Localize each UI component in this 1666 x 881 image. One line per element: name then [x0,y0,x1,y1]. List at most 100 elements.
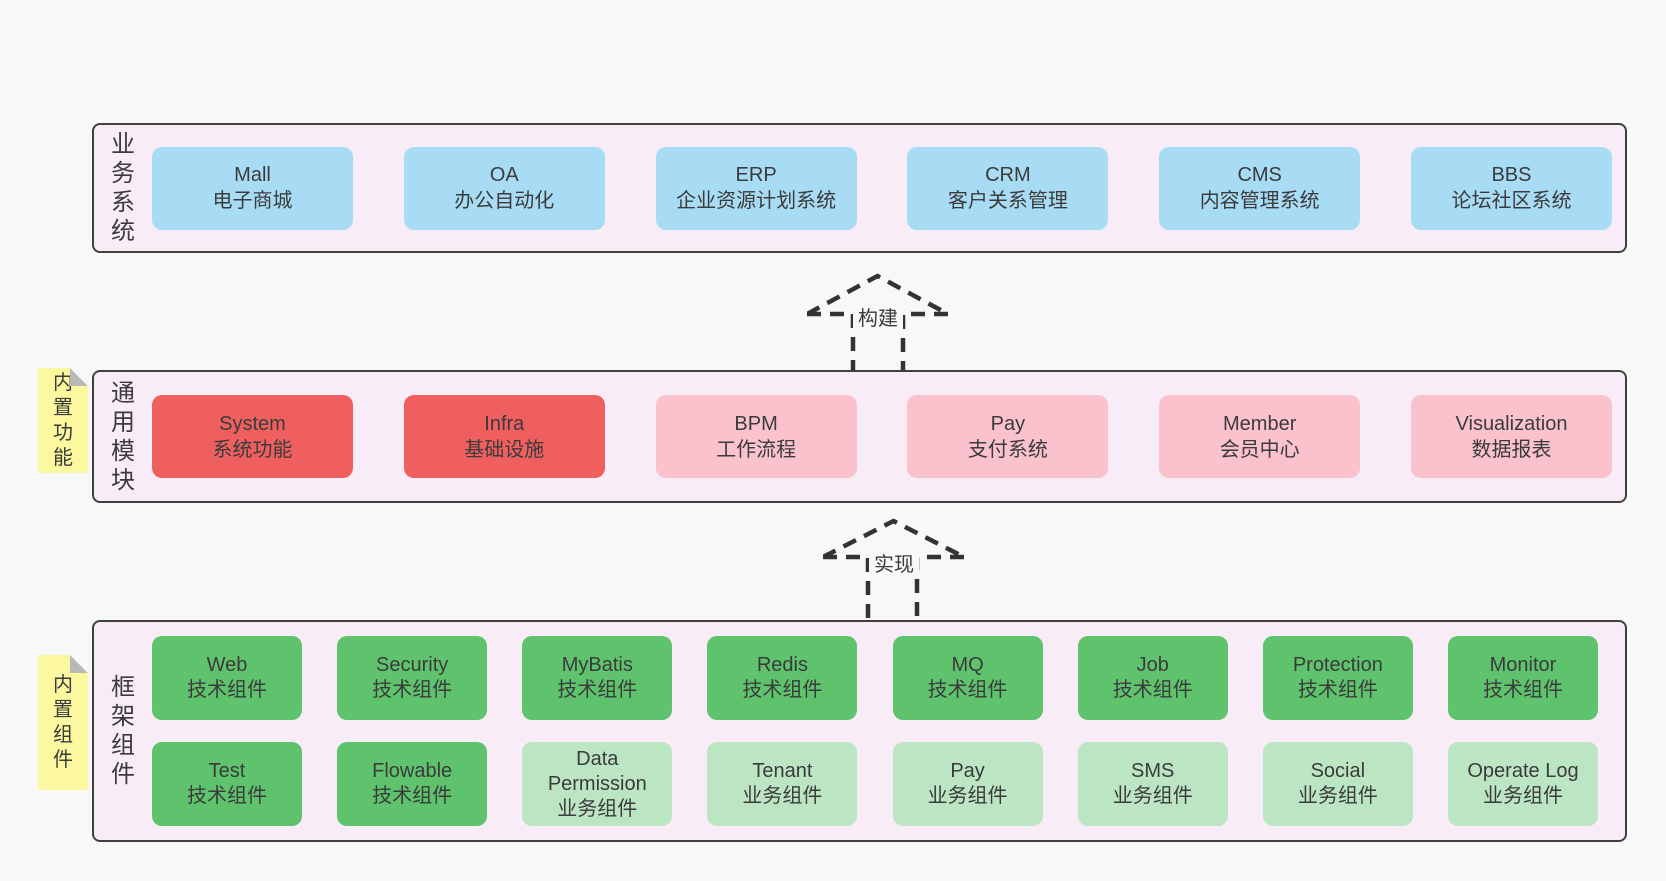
sticky-note-builtin-features: 内置功能 [38,368,88,473]
box-web: Web 技术组件 [152,636,302,720]
box-title: Data Permission [547,747,647,795]
sticky-note-label: 内置功能 [53,371,73,469]
box-subtitle: 业务组件 [557,797,638,820]
box-title: CMS [1237,164,1282,186]
box-subtitle: 业务组件 [1297,785,1378,807]
box-title: Operate Log [1467,760,1579,782]
section-side-label-column: 通用模块 [94,372,152,501]
box-title: Test [208,760,246,782]
box-subtitle: 业务组件 [927,785,1008,807]
box-flowable: Flowable 技术组件 [337,742,488,826]
box-subtitle: 办公自动化 [454,190,555,212]
box-title: Social [1310,760,1366,782]
box-redis: Redis 技术组件 [707,636,858,720]
box-pay: Pay 支付系统 [907,395,1109,478]
box-subtitle: 技术组件 [1112,679,1193,701]
box-subtitle: 技术组件 [742,679,823,701]
box-title: Visualization [1455,412,1568,435]
box-subtitle: 论坛社区系统 [1451,190,1572,212]
box-subtitle: 客户关系管理 [947,190,1068,212]
box-title: Protection [1292,654,1383,676]
box-subtitle: 电子商城 [212,190,293,212]
box-title: SMS [1131,760,1175,782]
box-subtitle: 工作流程 [716,438,797,461]
box-title: BBS [1491,164,1532,186]
box-sms: SMS 业务组件 [1077,742,1228,826]
box-bbs: BBS 论坛社区系统 [1410,146,1612,230]
box-cms: CMS 内容管理系统 [1159,146,1361,230]
box-title: System [219,412,286,435]
box-subtitle: 基础设施 [464,438,545,461]
box-pay: Pay 业务组件 [892,742,1043,826]
box-mybatis: MyBatis 技术组件 [522,636,673,720]
box-subtitle: 技术组件 [372,785,453,807]
folded-corner-icon [70,368,88,386]
box-subtitle: 企业资源计划系统 [676,190,837,212]
section-side-label-column: 业务系统 [94,125,152,251]
box-title: Infra [484,412,525,435]
box-system: System 系统功能 [152,395,353,478]
box-title: Pay [950,760,985,782]
box-visualization: Visualization 数据报表 [1410,395,1612,478]
box-subtitle: 技术组件 [187,785,267,807]
box-member: Member 会员中心 [1159,395,1361,478]
section-side-label: 框架组件 [111,674,135,788]
box-title: Monitor [1489,654,1557,676]
box-title: Job [1136,654,1169,676]
box-title: Web [206,654,248,676]
box-subtitle: 数据报表 [1471,438,1552,461]
box-title: Mall [234,164,271,186]
box-subtitle: 会员中心 [1219,438,1300,461]
box-subtitle: 内容管理系统 [1199,190,1320,212]
box-infra: Infra 基础设施 [403,395,605,478]
box-title: Tenant [752,760,813,782]
sticky-note-builtin-components: 内置组件 [38,655,88,790]
implement-arrow-label: 实现 [869,552,919,578]
box-social: Social 业务组件 [1262,742,1413,826]
box-test: Test 技术组件 [152,742,302,826]
section-side-label-column: 框架组件 [94,622,152,840]
box-subtitle: 支付系统 [967,438,1048,461]
box-protection: Protection 技术组件 [1262,636,1413,720]
box-subtitle: 技术组件 [927,679,1008,701]
build-arrow-label: 构建 [853,306,903,332]
box-title: OA [489,164,519,186]
box-title: Redis [756,654,808,676]
box-title: CRM [985,164,1031,186]
box-subtitle: 技术组件 [1482,679,1563,701]
box-subtitle: 业务组件 [742,785,823,807]
box-subtitle: 技术组件 [1297,679,1378,701]
box-job: Job 技术组件 [1077,636,1228,720]
box-title: MyBatis [561,654,633,676]
box-monitor: Monitor 技术组件 [1447,636,1598,720]
box-title: Pay [990,412,1026,435]
section-side-label: 通用模块 [111,379,135,494]
box-title: Security [376,654,449,676]
box-subtitle: 技术组件 [372,679,453,701]
box-title: Member [1223,412,1297,435]
box-mall: Mall 电子商城 [152,146,353,230]
sticky-note-label: 内置组件 [53,673,73,771]
box-title: MQ [951,654,984,676]
box-title: Flowable [372,760,453,782]
box-subtitle: 业务组件 [1112,785,1193,807]
box-subtitle: 系统功能 [212,438,293,461]
box-tenant: Tenant 业务组件 [707,742,858,826]
box-subtitle: 技术组件 [187,679,267,701]
box-oa: OA 办公自动化 [403,146,605,230]
box-subtitle: 技术组件 [557,679,638,701]
section-side-label: 业务系统 [111,131,135,245]
